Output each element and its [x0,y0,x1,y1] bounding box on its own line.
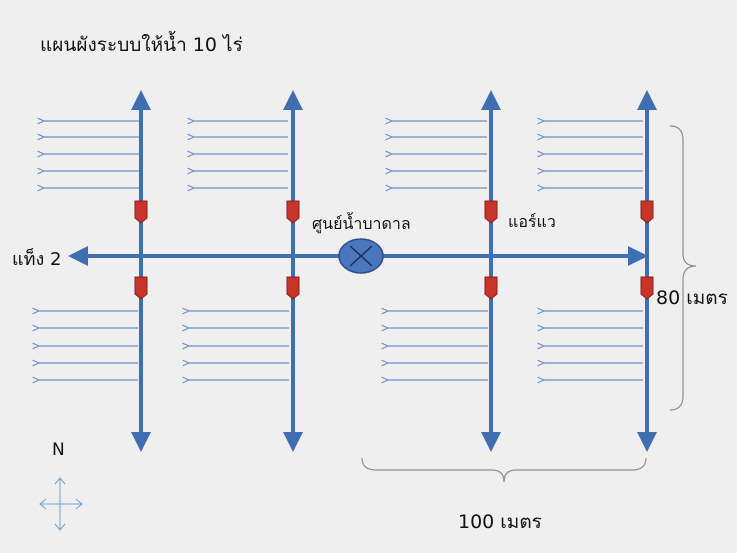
air-valve-marker [484,276,498,300]
tank-label: แท็ง 2 [12,249,62,270]
north-compass-icon [39,477,83,531]
valves [134,200,654,300]
horizontal-dimension-bracket [361,457,647,483]
air-valve-marker [286,276,300,300]
air-valve-marker [640,276,654,300]
diagram-title: แผนผังระบบให้น้ำ 10 ไร่ [40,34,243,56]
air-valve-label: แอร์แว [508,212,556,231]
air-valve-marker [134,200,148,224]
well-label: ศูนย์น้ำบาดาล [312,214,411,233]
air-valve-marker [484,200,498,224]
dimension-label-vertical: 80 เมตร [656,287,728,309]
air-valve-marker [134,276,148,300]
dimension-brackets [361,125,697,483]
compass-s-head [54,523,66,531]
air-valve-marker [640,200,654,224]
compass-n-head [54,477,66,485]
well-valve-icon [338,238,384,274]
dimension-label-horizontal: 100 เมตร [458,511,542,533]
compass-e-head [75,498,83,510]
compass-w-head [39,498,47,510]
air-valve-marker [286,200,300,224]
well-cross-b [349,245,373,267]
vertical-dimension-bracket [669,125,697,411]
lateral-lines [39,121,643,380]
north-label: N [52,440,65,460]
main-pipes [68,90,657,452]
